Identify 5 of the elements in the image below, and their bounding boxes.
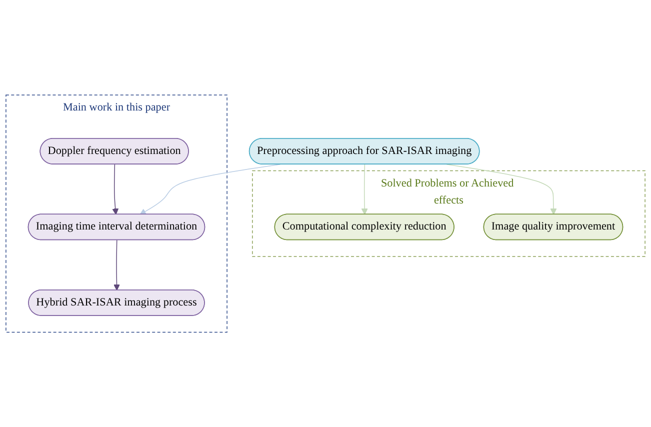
arrow — [113, 240, 120, 290]
arrow — [112, 164, 119, 215]
arrow — [140, 164, 281, 215]
arrow — [446, 164, 557, 215]
arrow — [361, 164, 368, 215]
